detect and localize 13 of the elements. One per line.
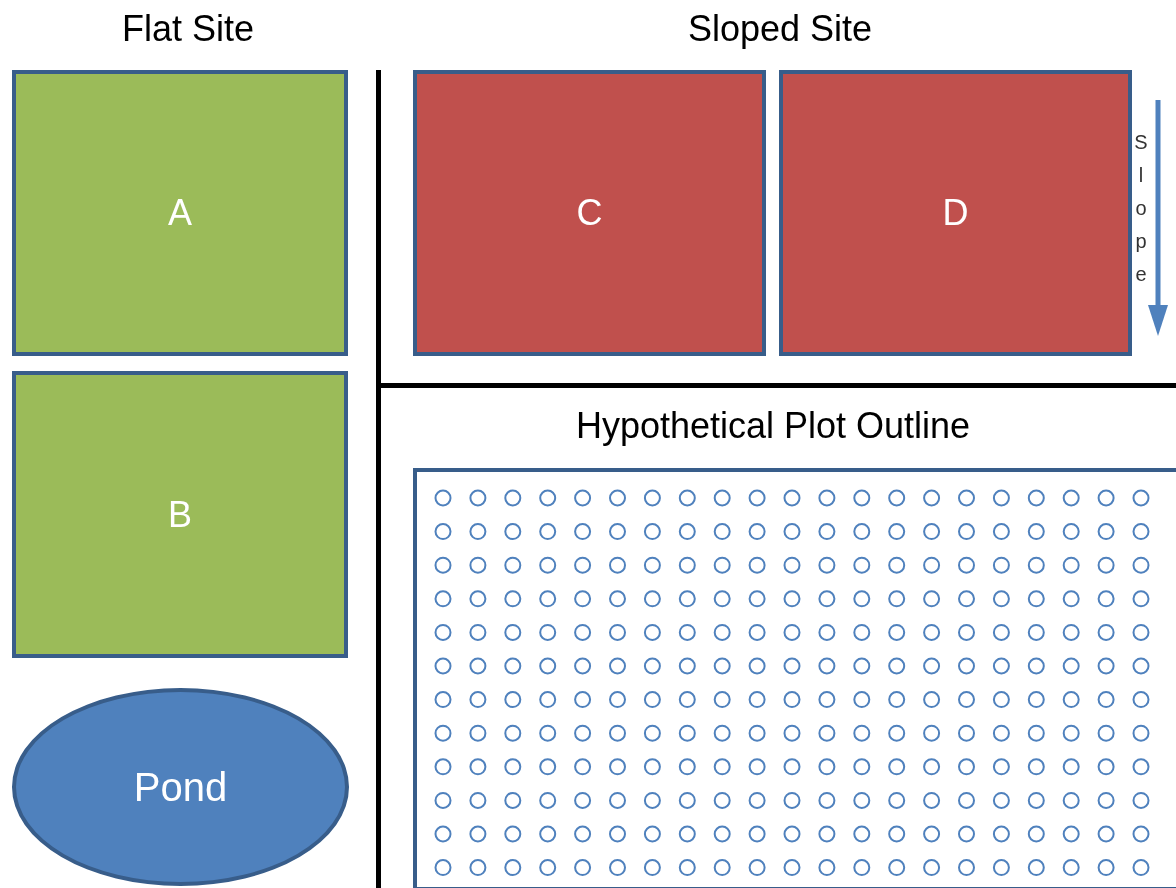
site-heading: Sloped Site: [687, 8, 873, 50]
plot-letter: B: [168, 493, 192, 536]
slope-label: Slope: [1134, 130, 1148, 287]
plot-letter: A: [168, 192, 192, 234]
pond-label: Pond: [133, 764, 228, 810]
site-heading: Flat Site: [122, 8, 254, 50]
field-plot: [779, 70, 1132, 356]
plot-letter: C: [576, 192, 603, 234]
plot-heading: Hypothetical Plot Outline: [575, 405, 971, 447]
field-plot: [12, 70, 348, 356]
plot-letter: D: [942, 192, 969, 234]
field-plot: [12, 371, 348, 658]
field-plot: [413, 70, 766, 356]
